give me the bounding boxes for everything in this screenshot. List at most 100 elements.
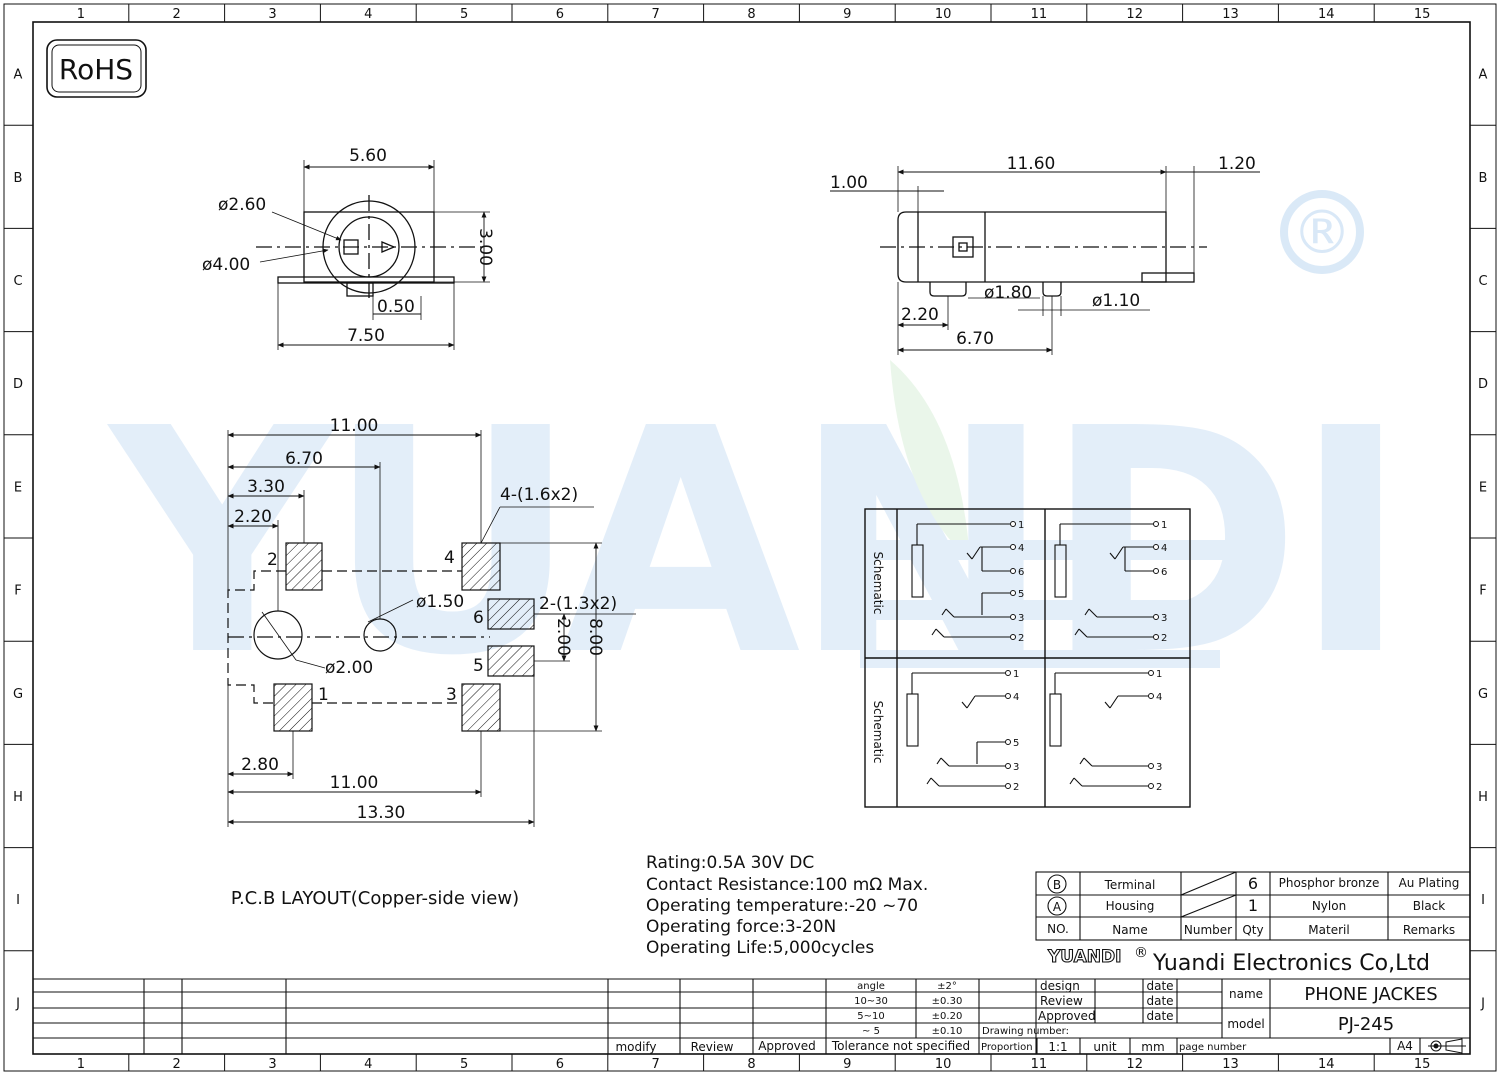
company-logo-registered: ® xyxy=(1134,945,1148,961)
grid-col-label-bottom-5: 5 xyxy=(460,1057,468,1072)
schematic-pin-label: 2 xyxy=(1013,782,1019,793)
grid-row-label-right-B: B xyxy=(1479,171,1488,186)
dim-front-height: 3.00 xyxy=(475,228,495,266)
grid-row-label-left-G: G xyxy=(13,687,23,702)
dim-side-tail: 1.20 xyxy=(1218,154,1256,174)
grid-row-label-right-D: D xyxy=(1478,377,1488,392)
schematic-pin-label: 1 xyxy=(1161,520,1167,531)
grid-col-label-bottom-11: 11 xyxy=(1031,1057,1048,1072)
tol-range-2: 5~10 xyxy=(857,1011,884,1022)
tb-mm: mm xyxy=(1141,1040,1164,1054)
grid-row-label-right-I: I xyxy=(1481,893,1485,908)
grid-col-label-top-12: 12 xyxy=(1126,7,1143,22)
grid-row-label-right-H: H xyxy=(1478,790,1488,805)
pcb-pin-4: 4 xyxy=(444,548,455,568)
grid-col-label-top-10: 10 xyxy=(935,7,952,22)
tb-name-value: PHONE JACKES xyxy=(1304,984,1437,1005)
dim-pcb-gap: 2.00 xyxy=(553,618,573,656)
grid-row-label-left-I: I xyxy=(16,893,20,908)
bom-material-housing: Nylon xyxy=(1312,899,1346,913)
spec-rating: Rating:0.5A 30V DC xyxy=(646,853,814,873)
schematic-pin-label: 4 xyxy=(1156,692,1162,703)
grid-col-label-bottom-13: 13 xyxy=(1222,1057,1239,1072)
tb-review: Review xyxy=(1040,994,1083,1008)
dim-pcb-span-bottom: 11.00 xyxy=(330,773,379,793)
grid-col-label-top-3: 3 xyxy=(268,7,276,22)
grid-col-label-top-13: 13 xyxy=(1222,7,1239,22)
rev-modify: modify xyxy=(615,1040,656,1054)
dim-front-dia-outer: ø4.00 xyxy=(202,255,250,275)
pcb-pin-3: 3 xyxy=(446,685,457,705)
bom-qty-housing: 1 xyxy=(1248,896,1258,915)
bom-header-qty: Qty xyxy=(1242,923,1263,937)
schematic-pin-label: 6 xyxy=(1161,567,1167,578)
tb-date-review: date xyxy=(1146,994,1173,1008)
grid-row-label-left-D: D xyxy=(13,377,23,392)
grid-col-label-bottom-9: 9 xyxy=(843,1057,851,1072)
schematic-pin-label: 4 xyxy=(1018,543,1024,554)
tb-approved: Approved xyxy=(1038,1009,1096,1023)
tb-paper: A4 xyxy=(1397,1039,1413,1053)
spec-force: Operating force:3-20N xyxy=(646,917,836,937)
dim-pcb-left-off: 2.80 xyxy=(241,755,279,775)
pcb-layout xyxy=(227,430,636,827)
dim-pcb-hole-big: ø2.00 xyxy=(325,658,373,678)
schematic-pin-label: 6 xyxy=(1018,567,1024,578)
grid-row-label-right-F: F xyxy=(1479,584,1486,599)
pcb-caption: P.C.B LAYOUT(Copper-side view) xyxy=(231,888,519,909)
side-view xyxy=(830,166,1260,355)
grid-col-label-bottom-8: 8 xyxy=(747,1057,755,1072)
bom-mark-a: A xyxy=(1053,900,1062,914)
grid-row-label-left-B: B xyxy=(14,171,23,186)
grid-col-label-bottom-12: 12 xyxy=(1126,1057,1143,1072)
bom-material-terminal: Phosphor bronze xyxy=(1279,876,1380,890)
tol-range-3: ~ 5 xyxy=(862,1026,880,1037)
grid-col-label-bottom-15: 15 xyxy=(1414,1057,1431,1072)
bom-remarks-terminal: Au Plating xyxy=(1399,876,1460,890)
grid-row-label-right-E: E xyxy=(1479,480,1487,495)
watermark-registered-mark: ® xyxy=(1292,198,1352,268)
tb-page-number: page number xyxy=(1179,1042,1247,1053)
tb-date-approved: date xyxy=(1146,1009,1173,1023)
bom-name-housing: Housing xyxy=(1106,899,1155,913)
rev-review: Review xyxy=(691,1040,734,1054)
bom-remarks-housing: Black xyxy=(1413,899,1446,913)
tol-footer: Tolerance not specified xyxy=(831,1039,970,1053)
dim-pcb-height: 8.00 xyxy=(585,618,605,656)
grid-row-label-right-C: C xyxy=(1478,274,1487,289)
grid-col-label-top-15: 15 xyxy=(1414,7,1431,22)
dim-pcb-hole-small: ø1.50 xyxy=(416,592,464,612)
spec-life: Operating Life:5,000cycles xyxy=(646,938,874,958)
bom-qty-terminal: 6 xyxy=(1248,874,1258,893)
grid-col-label-top-11: 11 xyxy=(1031,7,1048,22)
schematic-pin-label: 3 xyxy=(1018,613,1024,624)
grid-col-label-bottom-1: 1 xyxy=(77,1057,85,1072)
schematic-pin-label: 1 xyxy=(1156,669,1162,680)
rohs-badge: RoHS xyxy=(46,39,147,98)
grid-col-label-top-14: 14 xyxy=(1318,7,1335,22)
tol-range-1: 10~30 xyxy=(854,996,888,1007)
grid-col-label-top-9: 9 xyxy=(843,7,851,22)
grid-col-label-top-4: 4 xyxy=(364,7,372,22)
grid-col-label-top-6: 6 xyxy=(556,7,564,22)
dim-front-dia-inner: ø2.60 xyxy=(218,195,266,215)
dim-pcb-pad-note-a: 4-(1.6x2) xyxy=(500,485,578,505)
company-logo-text: YUANDI xyxy=(1047,947,1121,967)
schematic-pin-label: 5 xyxy=(1013,738,1019,749)
dim-side-dia-post-a: ø1.80 xyxy=(984,283,1032,303)
dim-front-pin-offset: 0.50 xyxy=(377,297,415,317)
bom-mark-b: B xyxy=(1053,878,1061,892)
dim-side-length: 11.60 xyxy=(1007,154,1056,174)
spec-temperature: Operating temperature:-20 ~70 xyxy=(646,896,918,916)
grid-row-label-right-J: J xyxy=(1480,996,1485,1011)
tol-value-3: ±0.10 xyxy=(932,1026,963,1037)
schematic-pin-label: 3 xyxy=(1156,762,1162,773)
dim-side-post-offset: 2.20 xyxy=(901,305,939,325)
bom-header-remarks: Remarks xyxy=(1403,923,1455,937)
grid-col-label-top-7: 7 xyxy=(652,7,660,22)
grid-row-label-left-F: F xyxy=(14,584,21,599)
dim-front-width-bottom: 7.50 xyxy=(347,326,385,346)
